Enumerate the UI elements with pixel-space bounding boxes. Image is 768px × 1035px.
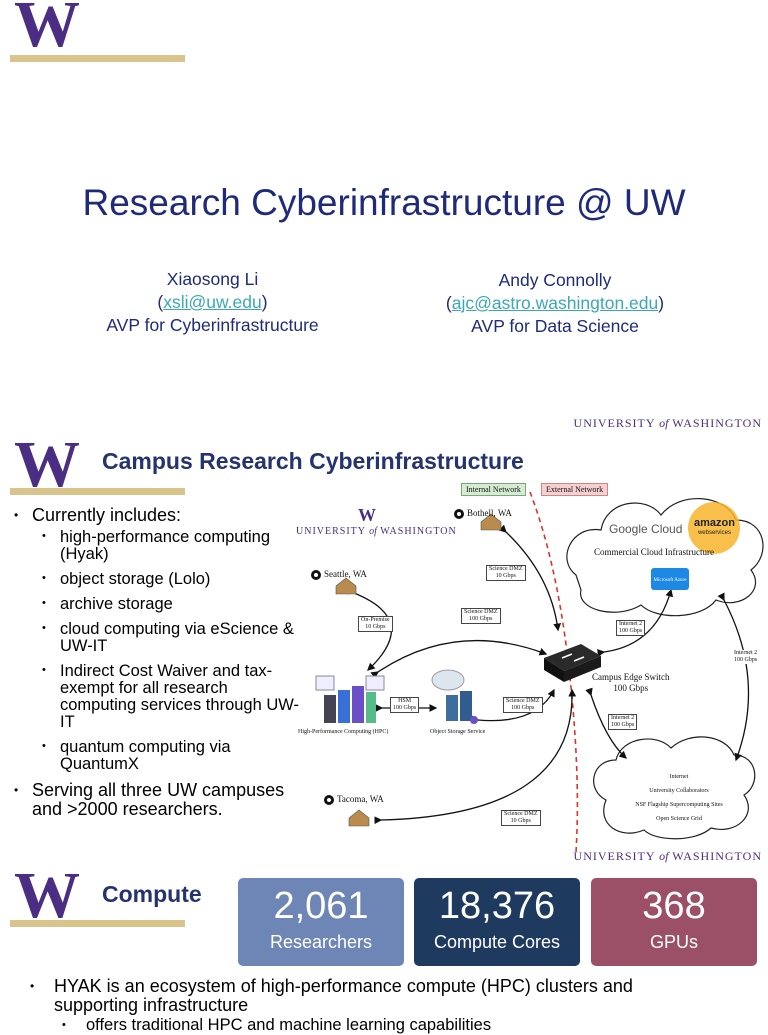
uw-w-logo: W — [358, 505, 376, 525]
dmz-bothell-label: Science DMZ 10 Gbps — [486, 565, 526, 581]
slide-title: Campus Research Cyberinfrastructure — [102, 448, 524, 474]
list-item: archive storage — [32, 595, 302, 613]
list-item: Indirect Cost Waiver and tax-exempt for … — [32, 662, 302, 731]
amazon-icon — [688, 502, 740, 554]
location-pin-icon — [311, 570, 321, 580]
amazon-label: amazon webservices — [694, 517, 735, 537]
presenter-left: Xiaosong Li (xsli@uw.edu) AVP for Cyberi… — [70, 268, 355, 337]
presenter-role: AVP for Data Science — [471, 316, 639, 336]
uw-wordmark: UNIVERSITY of WASHINGTON — [573, 849, 762, 863]
list-item: cloud computing via eScience & UW-IT — [32, 620, 302, 655]
dmz-100-label: Science DMZ 100 Gbps — [461, 608, 501, 624]
house-icon — [335, 577, 357, 595]
presenter-name: Xiaosong Li — [166, 269, 259, 289]
internet2-lower-label: Internet 2 100 Gbps — [608, 714, 638, 730]
compute-bullet: • HYAK is an ecosystem of high-performan… — [30, 976, 633, 1035]
list-item: object storage (Lolo) — [32, 570, 302, 588]
location-pin-icon — [454, 509, 464, 519]
slide-campus-ci: UNIVERSITY of WASHINGTON W Campus Resear… — [0, 410, 768, 865]
internet2-cloud-label: Internet 2 100 Gbps — [616, 620, 646, 636]
slide-title: W Research Cyberinfrastructure @ UW Xiao… — [0, 0, 768, 410]
stat-value: 368 — [642, 885, 706, 927]
location-pin-icon — [324, 795, 334, 805]
uw-w-logo: W — [14, 865, 80, 932]
stat-value: 18,376 — [438, 885, 556, 927]
presenter-name: Andy Connolly — [498, 270, 612, 290]
list-item: Serving all three UW campuses and >2000 … — [10, 781, 302, 819]
dmz-tacoma-label: Science DMZ 10 Gbps — [501, 810, 541, 826]
lower-cloud-list: Internet University Collaborators NSF Fl… — [635, 774, 723, 822]
house-icon — [348, 809, 370, 827]
switch-icon — [544, 644, 601, 682]
uw-w-logo: W — [14, 0, 80, 61]
uw-wordmark: UNIVERSITY of WASHINGTON — [296, 526, 457, 537]
tacoma-label: Tacoma, WA — [337, 794, 384, 804]
stat-card-researchers: 2,061 Researchers — [238, 878, 404, 966]
presentation-title: Research Cyberinfrastructure @ UW — [82, 182, 686, 223]
hsm-label: HSM 100 Gbps — [390, 697, 420, 713]
gold-bar — [10, 920, 185, 927]
azure-label: Microsoft Azure — [653, 578, 687, 583]
bullet-list: Currently includes: high-performance com… — [10, 506, 302, 823]
cloud-infra-label: Commercial Cloud Infrastructure — [594, 547, 714, 557]
slide-title: Compute — [102, 881, 202, 907]
stat-label: Compute Cores — [433, 932, 561, 952]
oss-label: Object Storage Service — [430, 729, 486, 735]
gold-bar — [10, 488, 185, 495]
email-link[interactable]: ajc@astro.washington.edu — [451, 293, 659, 313]
azure-icon — [651, 568, 689, 590]
storage-icon — [431, 669, 478, 724]
gold-bar — [10, 55, 185, 62]
list-item: high-performance computing (Hyak) — [32, 528, 302, 563]
uw-wordmark: UNIVERSITY of WASHINGTON — [573, 416, 762, 430]
email-link[interactable]: xsli@uw.edu — [163, 292, 262, 312]
stat-value: 2,061 — [273, 885, 369, 927]
stat-card-cores: 18,376 Compute Cores — [414, 878, 580, 966]
bothell-label: Bothell, WA — [467, 508, 512, 518]
stat-card-gpus: 368 GPUs — [591, 878, 757, 966]
list-item: Currently includes: high-performance com… — [10, 506, 302, 773]
hpc-label: High-Performance Computing (HPC) — [298, 729, 389, 735]
server-rack-icon — [315, 675, 385, 723]
google-cloud-label: Google Cloud — [609, 522, 683, 536]
stat-label: GPUs — [649, 932, 698, 952]
list-item: quantum computing via QuantumX — [32, 738, 302, 773]
internal-network-label: Internal Network — [461, 483, 526, 496]
presenter-right: Andy Connolly (ajc@astro.washington.edu)… — [420, 269, 690, 338]
internet2-right-label: Internet 2 100 Gbps — [732, 650, 760, 664]
network-diagram: Internal Network External Network W UNIV… — [296, 480, 764, 865]
edge-switch-label: Campus Edge Switch 100 Gbps — [592, 672, 670, 693]
presenter-role: AVP for Cyberinfrastructure — [106, 315, 319, 335]
stat-label: Researchers — [269, 932, 373, 952]
house-icon — [480, 513, 502, 531]
external-network-label: External Network — [541, 483, 609, 496]
on-premise-label: On-Premise 10 Gbps — [358, 616, 393, 632]
uw-w-logo: W — [14, 428, 80, 501]
dmz-oss-label: Science DMZ 100 Gbps — [503, 697, 543, 713]
seattle-label: Seattle, WA — [324, 569, 367, 579]
